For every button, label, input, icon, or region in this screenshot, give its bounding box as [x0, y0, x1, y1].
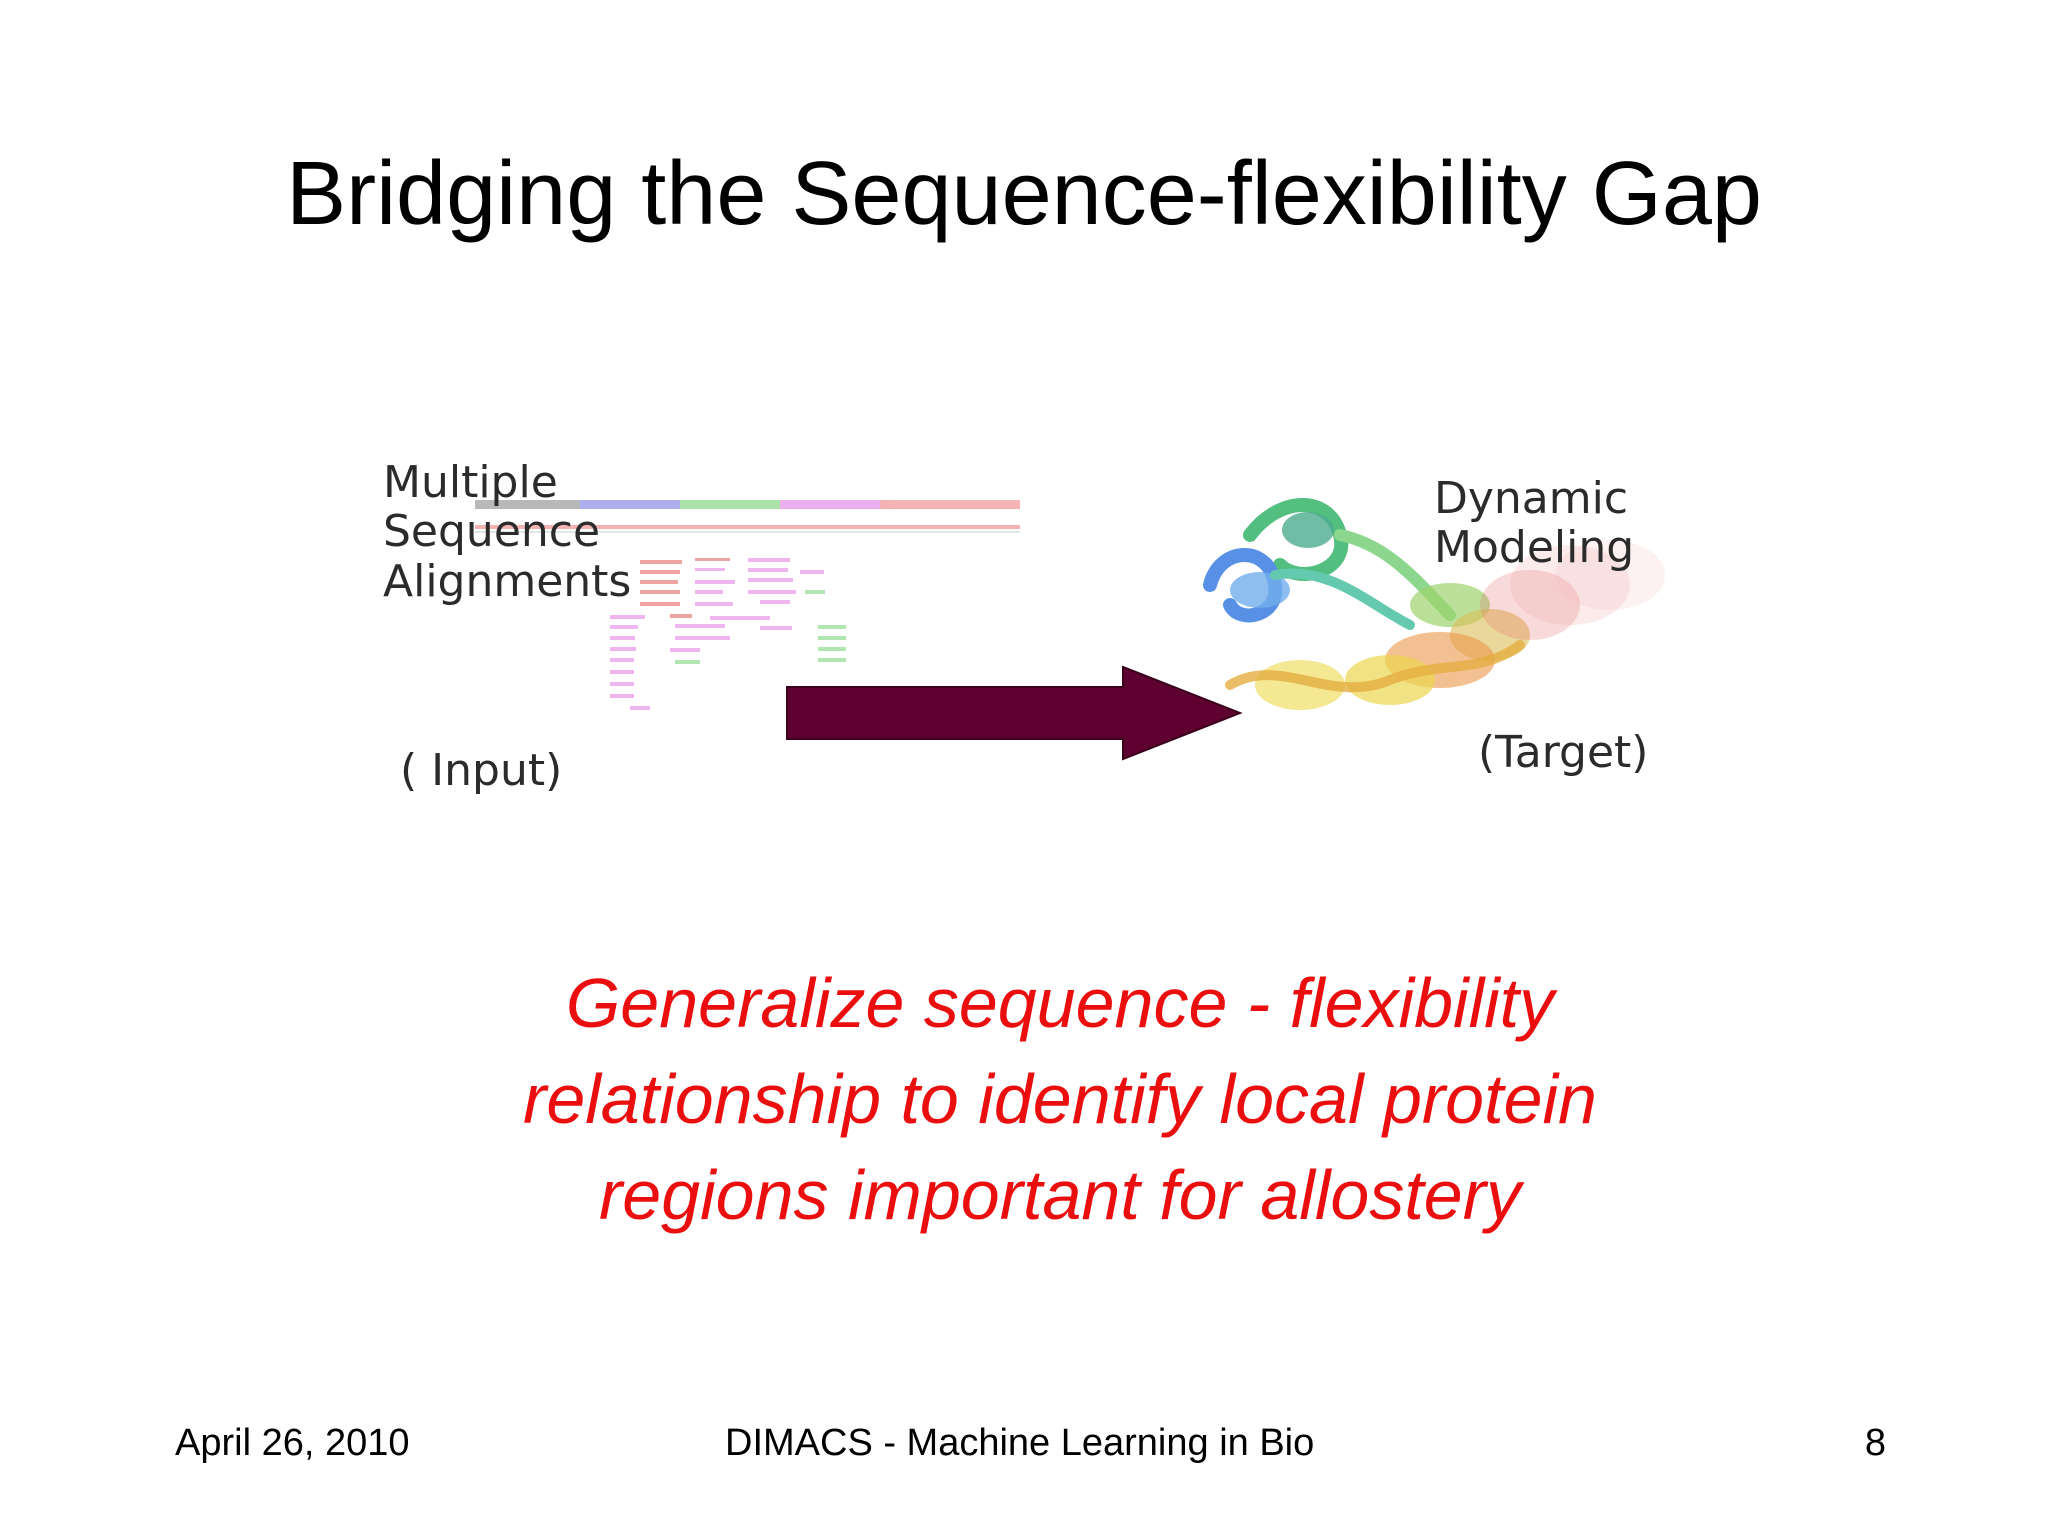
page-number: 8	[1864, 1422, 1886, 1464]
msa-color-key-blue	[580, 500, 680, 509]
dynamic-modeling-label: Dynamic Modeling	[1434, 473, 1635, 574]
msa-color-key-green	[680, 500, 780, 509]
msa-color-key-gray	[475, 500, 580, 509]
input-label: ( Input)	[400, 745, 563, 796]
msa-label: Multiple Sequence Alignments	[383, 457, 632, 607]
slide-title: Bridging the Sequence-flexibility Gap	[286, 144, 1762, 244]
msa-alignment-rows	[610, 558, 846, 710]
arrow-icon	[786, 665, 1243, 761]
msa-query-bar	[475, 525, 1020, 529]
msa-color-key-magenta	[780, 500, 880, 509]
tagline: Generalize sequence - flexibility relati…	[523, 964, 1597, 1234]
pipeline-figure: Multiple Sequence Alignments ( Input) Dy…	[383, 457, 1665, 796]
msa-graphic	[475, 500, 1020, 710]
target-label: (Target)	[1478, 727, 1649, 778]
footer-title: DIMACS - Machine Learning in Bio	[725, 1422, 1315, 1464]
footer-date: April 26, 2010	[175, 1422, 410, 1464]
msa-color-key-red	[880, 500, 1020, 509]
protein-structure-image	[1203, 498, 1665, 710]
